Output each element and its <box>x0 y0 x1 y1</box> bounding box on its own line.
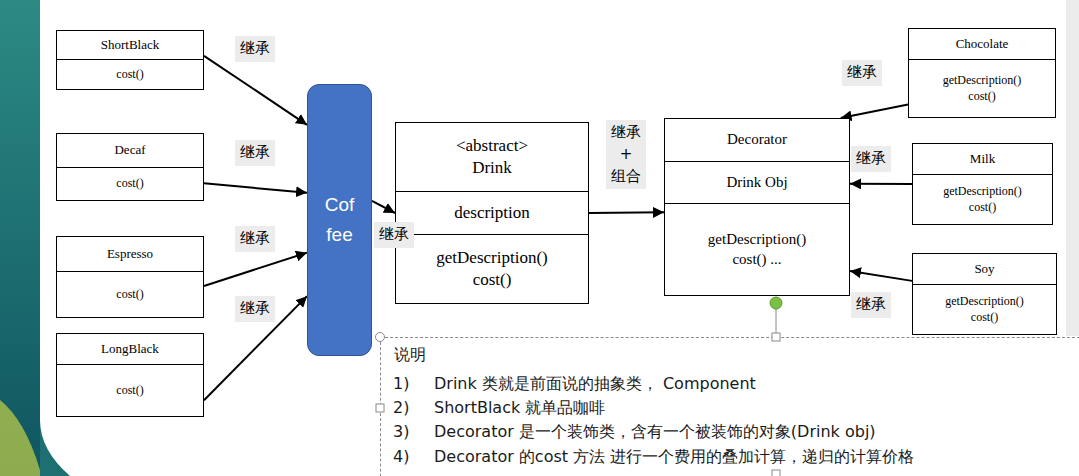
decorator-box: DecoratorDrink Obj getDescription() cost(… <box>664 118 850 296</box>
box-text: description <box>454 202 530 224</box>
box-text: LongBlack <box>101 341 159 358</box>
box-text: ShortBlack 就单品咖啡 <box>434 398 605 418</box>
edge-label: 继承 <box>235 296 275 322</box>
box-text: cost() <box>116 67 143 83</box>
box-row: Drink Obj <box>665 161 849 203</box>
box-row: ShortBlack <box>57 31 203 59</box>
edge-label: 继承 <box>374 222 414 248</box>
rotate-handle <box>770 297 782 309</box>
box-row: cost() <box>57 59 203 89</box>
box-text: ShortBlack <box>101 37 160 54</box>
class-box: LongBlack cost() <box>56 333 204 417</box>
rotate-stem <box>776 309 777 334</box>
selection-handle <box>376 404 384 412</box>
inherit-arrow <box>589 211 664 214</box>
box-row: getDescription() cost() <box>913 284 1056 334</box>
box-text: Drink 类就是前面说的抽象类， Component <box>434 374 756 394</box>
edge-label: 继承 <box>235 226 275 252</box>
box-row: getDescription() cost() <box>396 234 588 303</box>
box-text: Drink Obj <box>726 173 787 193</box>
box-text: getDescription() cost() ... <box>708 230 806 269</box>
box-text: Decorator 是一个装饰类，含有一个被装饰的对象(Drink obj) <box>434 422 876 442</box>
box-row: cost() <box>57 167 203 200</box>
box-row: getDescription() cost() ... <box>665 203 849 295</box>
box-text: getDescription() cost() <box>945 294 1024 325</box>
box-text: 2) <box>393 398 409 418</box>
box-text: Espresso <box>107 246 153 263</box>
note-box: 说明 1) Drink 类就是前面说的抽象类， Component 2) ShortBl… <box>380 337 1079 476</box>
abstract-class-box: <abstract> Drink description getDescriptio… <box>395 122 589 304</box>
class-box: Soy getDescription() cost() <box>912 253 1057 335</box>
inherit-arrow <box>204 296 307 400</box>
box-text: Cof fee <box>325 190 355 251</box>
inherit-arrow <box>841 105 908 119</box>
inherit-arrow <box>204 183 307 192</box>
box-text: cost() <box>116 176 143 192</box>
inherit-arrow <box>204 253 307 286</box>
box-text: Chocolate <box>956 36 1009 53</box>
box-text: 4) <box>393 447 409 467</box>
edge-label: 继承 + 组合 <box>606 120 646 189</box>
inherit-arrow <box>850 183 912 185</box>
box-row: Decorator <box>665 119 849 161</box>
box-text: <abstract> Drink <box>456 135 528 179</box>
box-text: Decaf <box>114 142 145 159</box>
box-row: cost() <box>57 271 203 317</box>
box-row: <abstract> Drink <box>396 123 588 191</box>
class-box: Milk getDescription() cost() <box>912 143 1053 225</box>
box-row: getDescription() cost() <box>909 59 1055 117</box>
box-row: cost() <box>57 364 203 416</box>
box-row: Espresso <box>57 237 203 271</box>
inherit-arrow <box>372 201 395 213</box>
edge-label: 继承 <box>235 36 275 62</box>
slide-swirl <box>40 420 70 476</box>
slide-strip <box>0 0 40 476</box>
edge-label: 继承 <box>842 60 882 86</box>
selection-handle <box>772 470 780 476</box>
edge-label: 继承 <box>851 146 891 172</box>
box-text: 说明 <box>394 345 426 365</box>
box-row: Decaf <box>57 134 203 167</box>
box-text: getDescription() cost() <box>943 73 1022 104</box>
box-text: Decorator <box>727 130 787 150</box>
box-text: cost() <box>116 383 143 399</box>
edge-label: 继承 <box>235 140 275 166</box>
box-text: 1) <box>393 374 409 394</box>
inherit-arrow <box>204 56 307 125</box>
box-row: LongBlack <box>57 334 203 364</box>
box-text: 3) <box>393 422 409 442</box>
class-box: Decaf cost() <box>56 133 204 201</box>
box-text: getDescription() cost() <box>943 184 1022 215</box>
edge-label: 继承 <box>851 292 891 318</box>
class-box: Chocolate getDescription() cost() <box>908 28 1056 118</box>
box-text: Decorator 的cost 方法 进行一个费用的叠加计算，递归的计算价格 <box>434 447 914 467</box>
slide-edge <box>1066 0 1079 336</box>
box-row: getDescription() cost() <box>913 174 1052 224</box>
class-box: ShortBlack cost() <box>56 30 204 90</box>
box-row: Milk <box>913 144 1052 174</box>
inherit-arrow <box>850 271 912 281</box>
box-text: Milk <box>970 151 995 168</box>
selection-handle <box>376 333 385 342</box>
box-row: Soy <box>913 254 1056 284</box>
box-row: Chocolate <box>909 29 1055 59</box>
box-row: description <box>396 191 588 234</box>
box-text: cost() <box>116 287 143 303</box>
box-text: getDescription() cost() <box>436 247 547 291</box>
slide-swirl <box>0 400 40 476</box>
selection-handle <box>772 333 780 341</box>
coffee-bar: Cof fee <box>307 84 372 356</box>
class-box: Espresso cost() <box>56 236 204 318</box>
box-text: Soy <box>974 261 994 278</box>
